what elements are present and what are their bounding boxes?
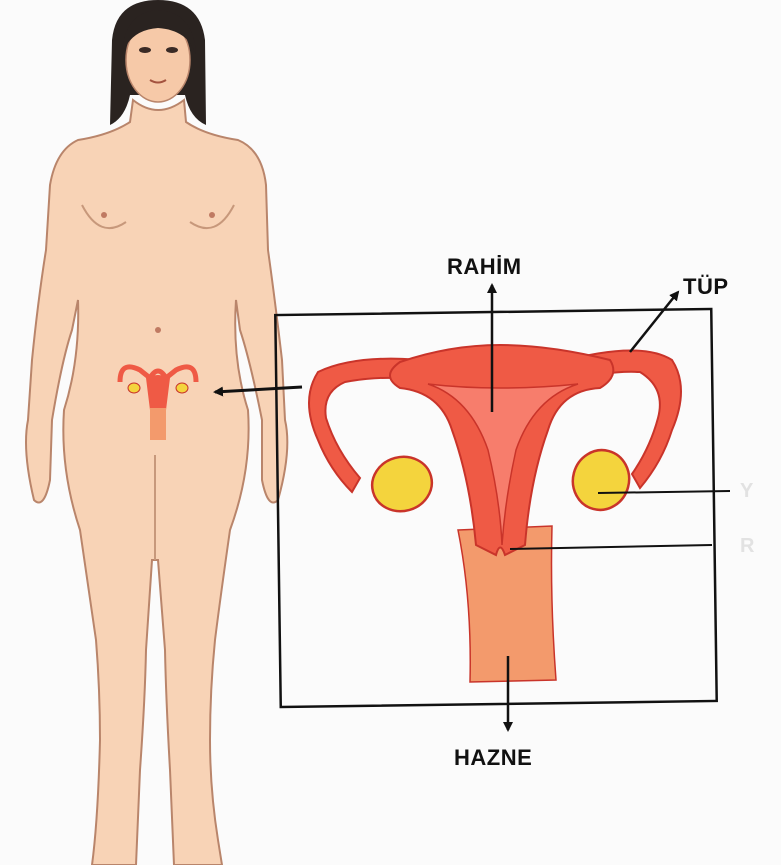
tube-pointer-arrow: [630, 292, 678, 352]
right-nipple: [209, 212, 215, 218]
uterus-label: RAHİM: [447, 254, 522, 280]
ghost-text-1: Y: [740, 480, 754, 502]
female-body-illustration: [26, 0, 287, 865]
left-nipple: [101, 212, 107, 218]
navel: [155, 327, 161, 333]
tube-label: TÜP: [683, 274, 729, 300]
ghost-text-2: R: [740, 535, 755, 557]
right-eye: [166, 47, 178, 53]
left-ovary: [366, 450, 438, 518]
vagina-label: HAZNE: [454, 745, 532, 771]
uterus-detail-illustration: [309, 345, 681, 682]
left-eye: [139, 47, 151, 53]
body-silhouette: [26, 100, 287, 865]
right-ovary: [566, 444, 636, 516]
